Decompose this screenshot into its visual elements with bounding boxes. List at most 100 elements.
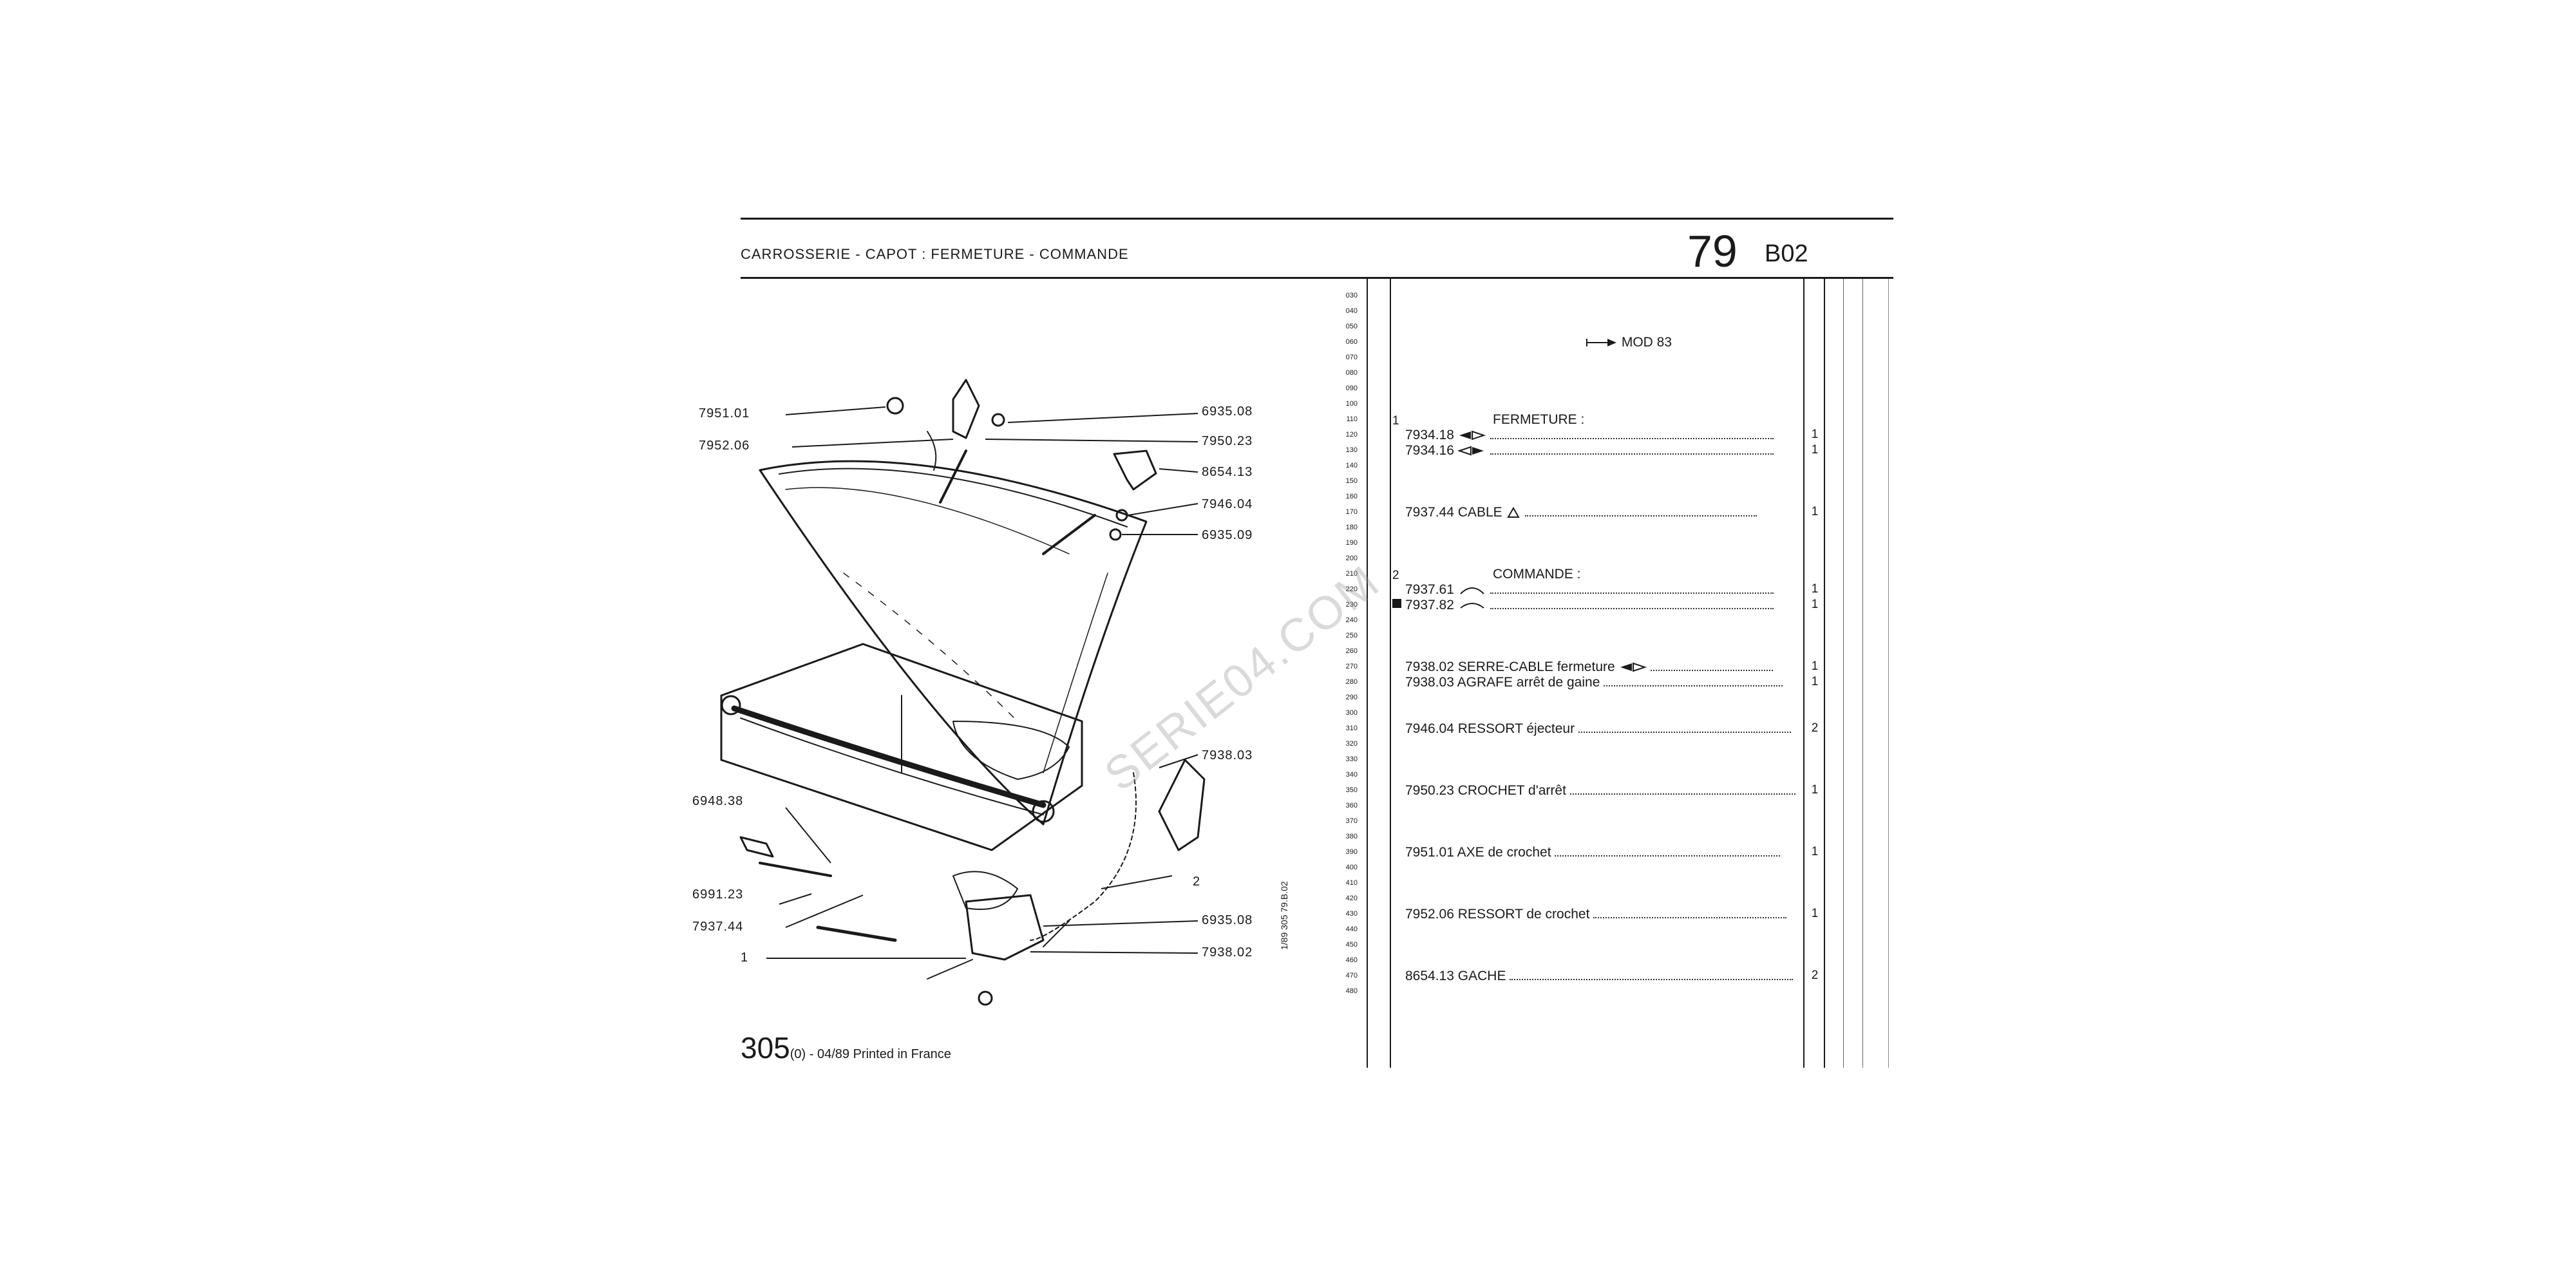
line-number: 420 xyxy=(1345,895,1358,902)
part-row: 7938.02 SERRE-CABLE fermeture xyxy=(1405,659,1774,675)
line-number: 440 xyxy=(1345,925,1358,933)
callout-label: 7938.03 xyxy=(1202,748,1253,762)
line-number: 350 xyxy=(1345,786,1358,794)
striker-part xyxy=(1113,450,1157,491)
line-number: 210 xyxy=(1345,570,1358,578)
commande-heading: COMMANDE : xyxy=(1493,567,1581,582)
part-qty: 1 xyxy=(1811,443,1819,457)
callout-label: 1 xyxy=(741,951,749,965)
callout-label: 7938.02 xyxy=(1202,945,1253,960)
page-title: CARROSSERIE - CAPOT : FERMETURE - COMMAN… xyxy=(741,246,1129,262)
line-number: 370 xyxy=(1345,817,1358,825)
hook-part xyxy=(952,379,980,439)
header-bottom-rule xyxy=(741,277,1893,279)
part-qty: 1 xyxy=(1811,783,1819,797)
part-qty: 1 xyxy=(1811,907,1819,920)
line-number: 280 xyxy=(1345,678,1358,686)
line-number: 130 xyxy=(1345,446,1358,454)
callout-label: 2 xyxy=(1193,875,1201,889)
callout-label: 6948.38 xyxy=(692,794,744,808)
callout-label: 8654.13 xyxy=(1202,465,1253,479)
part-code: 8654.13 xyxy=(1405,969,1454,983)
exploded-diagram xyxy=(720,379,1206,1006)
table-rule-left xyxy=(1367,279,1368,1068)
line-number: 470 xyxy=(1345,972,1358,980)
part-row: 7951.01 AXE de crochet xyxy=(1405,845,1781,860)
part-desc: AXE de crochet xyxy=(1457,845,1551,860)
arrow-part xyxy=(1042,514,1096,555)
part-qty: 1 xyxy=(1811,675,1819,688)
line-number: 030 xyxy=(1345,292,1358,299)
mod-note-text: MOD 83 xyxy=(1621,335,1672,350)
line-number: 190 xyxy=(1345,539,1358,547)
new-part-marker xyxy=(1392,599,1401,608)
line-number: 250 xyxy=(1345,632,1358,639)
part-row: 7952.06 RESSORT de crochet xyxy=(1405,907,1787,922)
part-row: 8654.13 GACHE xyxy=(1405,969,1794,984)
callout-label: 6991.23 xyxy=(692,887,744,902)
callout-label: 6935.08 xyxy=(1202,913,1253,927)
line-number: 070 xyxy=(1345,354,1358,361)
part-qty: 1 xyxy=(1811,598,1819,611)
line-number: 140 xyxy=(1345,462,1358,469)
washer-part xyxy=(991,413,1005,427)
bonnet-panel xyxy=(759,460,1148,826)
part-desc: RESSORT éjecteur xyxy=(1457,721,1575,736)
part-desc: CABLE xyxy=(1457,505,1502,520)
line-number: 410 xyxy=(1345,879,1358,887)
part-row: 7938.03 AGRAFE arrêt de gaine xyxy=(1405,675,1783,690)
part-row: 7934.18 xyxy=(1405,428,1774,443)
part-row: 7950.23 CROCHET d'arrêt xyxy=(1405,783,1795,799)
line-number: 360 xyxy=(1345,802,1358,810)
line-number: 100 xyxy=(1345,400,1358,408)
line-number: 170 xyxy=(1345,508,1358,516)
part-code: 7938.02 xyxy=(1405,659,1454,674)
line-number: 480 xyxy=(1345,987,1358,995)
lever-part xyxy=(1158,759,1206,851)
axle-part xyxy=(886,397,904,415)
line-number: 180 xyxy=(1345,524,1358,531)
line-number: 230 xyxy=(1345,601,1358,609)
line-number: 300 xyxy=(1345,709,1358,717)
line-number: 110 xyxy=(1346,415,1358,423)
line-number: 060 xyxy=(1345,338,1358,346)
line-number: 450 xyxy=(1345,941,1358,949)
callout-label: 7946.04 xyxy=(1202,497,1253,511)
part-qty: 2 xyxy=(1811,721,1819,735)
line-number: 380 xyxy=(1345,833,1358,840)
footer: 305(0) - 04/89 Printed in France xyxy=(741,1030,951,1065)
line-number: 320 xyxy=(1345,740,1358,748)
right-hand-icon xyxy=(1457,446,1484,456)
footer-details: (0) - 04/89 Printed in France xyxy=(790,1047,951,1061)
table-rule-extra-1 xyxy=(1843,279,1844,1068)
arc-down-icon xyxy=(1460,603,1484,609)
part-desc: CROCHET d'arrêt xyxy=(1457,783,1566,798)
header-top-rule xyxy=(741,218,1893,220)
line-number: 200 xyxy=(1345,554,1358,562)
table-rule-qty-left xyxy=(1803,279,1804,1068)
part-row: 7946.04 RESSORT éjecteur xyxy=(1405,721,1791,737)
callout-label: 7952.06 xyxy=(699,439,750,453)
part-code: 7934.16 xyxy=(1405,443,1454,458)
line-number: 160 xyxy=(1345,493,1358,500)
part-code: 7937.44 xyxy=(1405,505,1454,520)
callout-label: 7950.23 xyxy=(1202,434,1253,448)
line-number: 340 xyxy=(1345,771,1358,779)
line-number: 150 xyxy=(1345,477,1358,485)
page-code: B02 xyxy=(1765,240,1808,267)
left-hand-icon xyxy=(1620,663,1647,672)
part-qty: 1 xyxy=(1811,505,1819,518)
line-number: 430 xyxy=(1345,910,1358,918)
line-number: 240 xyxy=(1345,616,1358,624)
part-code: 7937.61 xyxy=(1405,582,1454,597)
line-number: 260 xyxy=(1345,647,1358,655)
vertical-print-code: 1/89 305 79.B.02 xyxy=(1279,881,1289,950)
table-rule-extra-2 xyxy=(1862,279,1863,1068)
footer-model: 305 xyxy=(741,1031,790,1065)
part-code: 7937.82 xyxy=(1405,598,1454,612)
arc-up-icon xyxy=(1460,587,1484,595)
callout-label: 6935.09 xyxy=(1202,528,1253,542)
part-row: 7937.61 xyxy=(1405,582,1774,598)
cable-part xyxy=(1030,772,1137,941)
part-code: 7950.23 xyxy=(1405,783,1454,798)
